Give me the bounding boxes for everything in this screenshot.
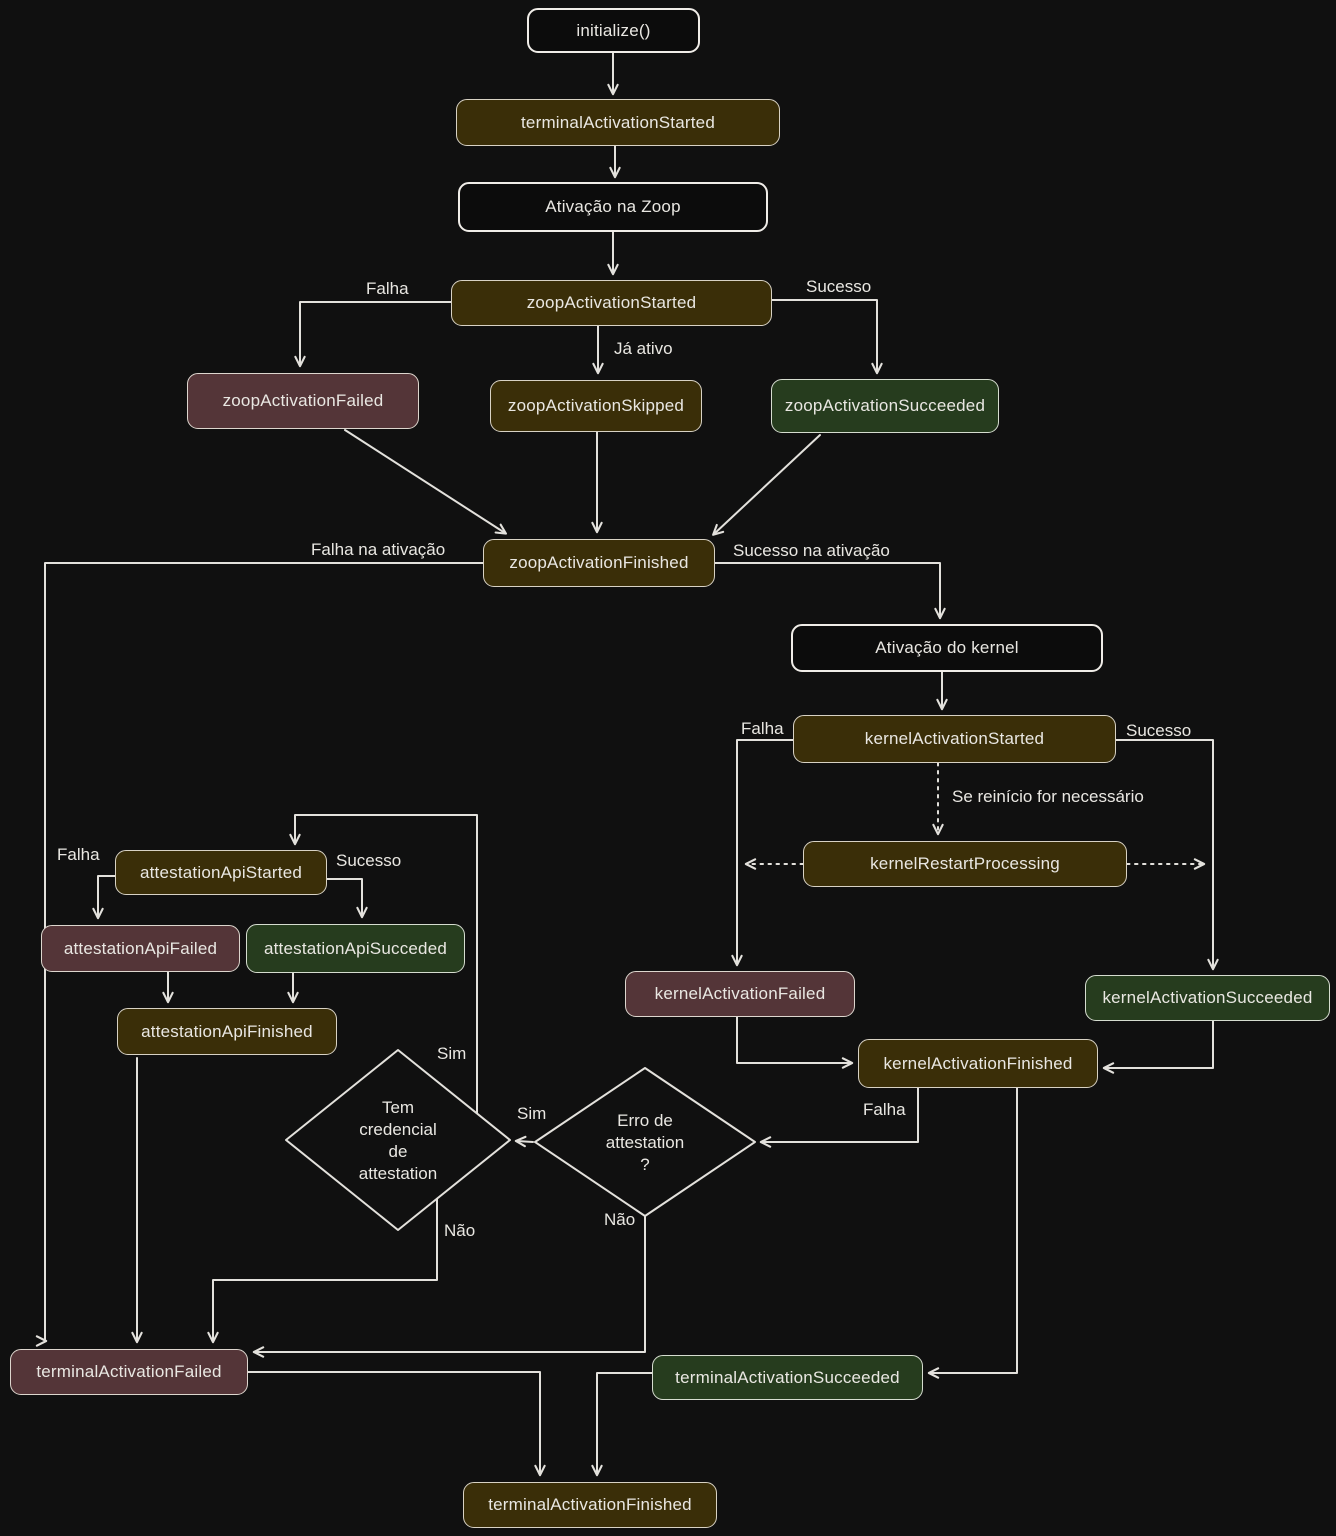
edge-zoop-started-falha [294,301,452,368]
edge-zoop-failed-to-finished [344,429,508,535]
edge-erro-nao-to-terminal-failed [252,1215,646,1358]
edge-zoop-started-sucesso [771,299,883,375]
decision-erro-attestation-label: Erro de attestation ? [605,1111,685,1174]
edge-kernel-failed-to-finished [736,1016,854,1069]
edge-zoop-succeeded-to-finished [712,434,821,536]
node-label: terminalActivationStarted [521,112,715,132]
node-initialize: initialize() [527,8,700,53]
node-ativacao-do-kernel: Ativação do kernel [791,624,1103,672]
edge-label-se-reinicio: Se reinício for necessário [952,787,1144,806]
edge-tem-credencial-nao [207,1198,438,1344]
edge-label-tem-credencial-nao: Não [444,1221,476,1240]
edge-terminal-failed-to-finished [247,1371,546,1477]
decision-tem-credencial-shape [285,1049,511,1231]
edge-attestation-started-sucesso [326,878,368,919]
node-kernel-activation-failed: kernelActivationFailed [625,971,855,1017]
edge-kernel-finished-to-terminal-succeeded [927,1087,1018,1379]
node-label: zoopActivationFinished [509,553,689,572]
node-label: kernelActivationFailed [654,984,826,1003]
node-label: kernelActivationFinished [883,1053,1073,1073]
edge-erro-sim-to-tem-credencial [514,1135,534,1148]
node-terminal-activation-succeeded: terminalActivationSucceeded [652,1355,923,1400]
node-label: zoopActivationSucceeded [784,396,986,415]
edge-label-zoop-ja-ativo: Já ativo [614,339,673,358]
edge-label-kernel-sucesso: Sucesso [1126,721,1192,740]
node-label: attestationApiStarted [139,862,303,882]
edge-terminal-succeeded-to-finished [591,1372,653,1477]
node-terminal-activation-finished: terminalActivationFinished [463,1482,717,1528]
edge-sucesso-na-ativacao [714,562,946,620]
node-kernel-activation-finished: kernelActivationFinished [858,1039,1098,1088]
node-kernel-activation-succeeded: kernelActivationSucceeded [1085,975,1330,1021]
node-label: attestationApiFinished [141,1021,313,1041]
node-zoop-activation-succeeded: zoopActivationSucceeded [771,379,999,433]
edge-label-erro-nao: Não [604,1210,636,1229]
node-label: kernelActivationSucceeded [1102,988,1313,1007]
node-label: terminalActivationFinished [488,1495,692,1514]
node-label: initialize() [576,20,651,40]
node-label: kernelActivationStarted [864,729,1045,748]
node-attestation-api-finished: attestationApiFinished [117,1008,337,1055]
node-terminal-activation-started: terminalActivationStarted [456,99,780,146]
node-kernel-restart-processing: kernelRestartProcessing [803,841,1127,887]
node-terminal-activation-failed: terminalActivationFailed [10,1349,248,1395]
node-label: zoopActivationFailed [222,391,384,410]
node-zoop-activation-started: zoopActivationStarted [451,280,772,326]
node-label: Ativação do kernel [875,638,1019,657]
edge-label-zoop-sucesso: Sucesso [806,277,872,296]
node-zoop-activation-skipped: zoopActivationSkipped [490,380,702,432]
node-label: attestationApiSucceded [263,938,448,958]
edge-falha-na-ativacao [39,562,484,1344]
node-label: terminalActivationSucceeded [675,1367,900,1387]
edge-label-kernel-finished-falha: Falha [863,1100,906,1119]
edge-kernel-started-falha [731,739,794,967]
edge-label-erro-sim: Sim [517,1104,547,1123]
node-label: Ativação na Zoop [545,197,681,216]
edge-kernel-succeeded-to-finished [1102,1020,1214,1074]
edge-label-falha-na-ativacao: Falha na ativação [311,540,446,559]
edge-label-attestation-sucesso: Sucesso [336,851,402,870]
node-attestation-api-started: attestationApiStarted [115,850,327,895]
node-label: attestationApiFailed [63,938,218,958]
decision-tem-credencial-label: Tem credencial de attestation [358,1098,438,1183]
node-label: zoopActivationSkipped [507,396,685,415]
node-label: terminalActivationFailed [36,1362,222,1381]
node-ativacao-na-zoop: Ativação na Zoop [458,182,768,232]
edge-label-kernel-falha: Falha [741,719,784,738]
node-kernel-activation-started: kernelActivationStarted [793,715,1116,763]
node-zoop-activation-finished: zoopActivationFinished [483,539,715,587]
edge-kernel-finished-falha-to-erro [759,1087,919,1148]
node-label: zoopActivationStarted [526,293,697,312]
edge-label-attestation-falha: Falha [57,845,100,864]
edge-label-zoop-falha: Falha [366,279,409,298]
edge-attestation-started-falha [92,875,118,920]
decision-erro-attestation-shape [534,1067,756,1217]
edge-label-sucesso-na-ativacao: Sucesso na ativação [733,541,890,560]
node-zoop-activation-failed: zoopActivationFailed [187,373,419,429]
node-label: kernelRestartProcessing [870,854,1060,873]
node-attestation-api-failed: attestationApiFailed [41,925,240,972]
edge-tem-credencial-sim-loop [289,814,478,1114]
node-attestation-api-succeded: attestationApiSucceded [246,924,465,973]
edge-label-tem-credencial-sim: Sim [437,1044,467,1063]
edge-kernel-started-sucesso [1115,739,1219,971]
